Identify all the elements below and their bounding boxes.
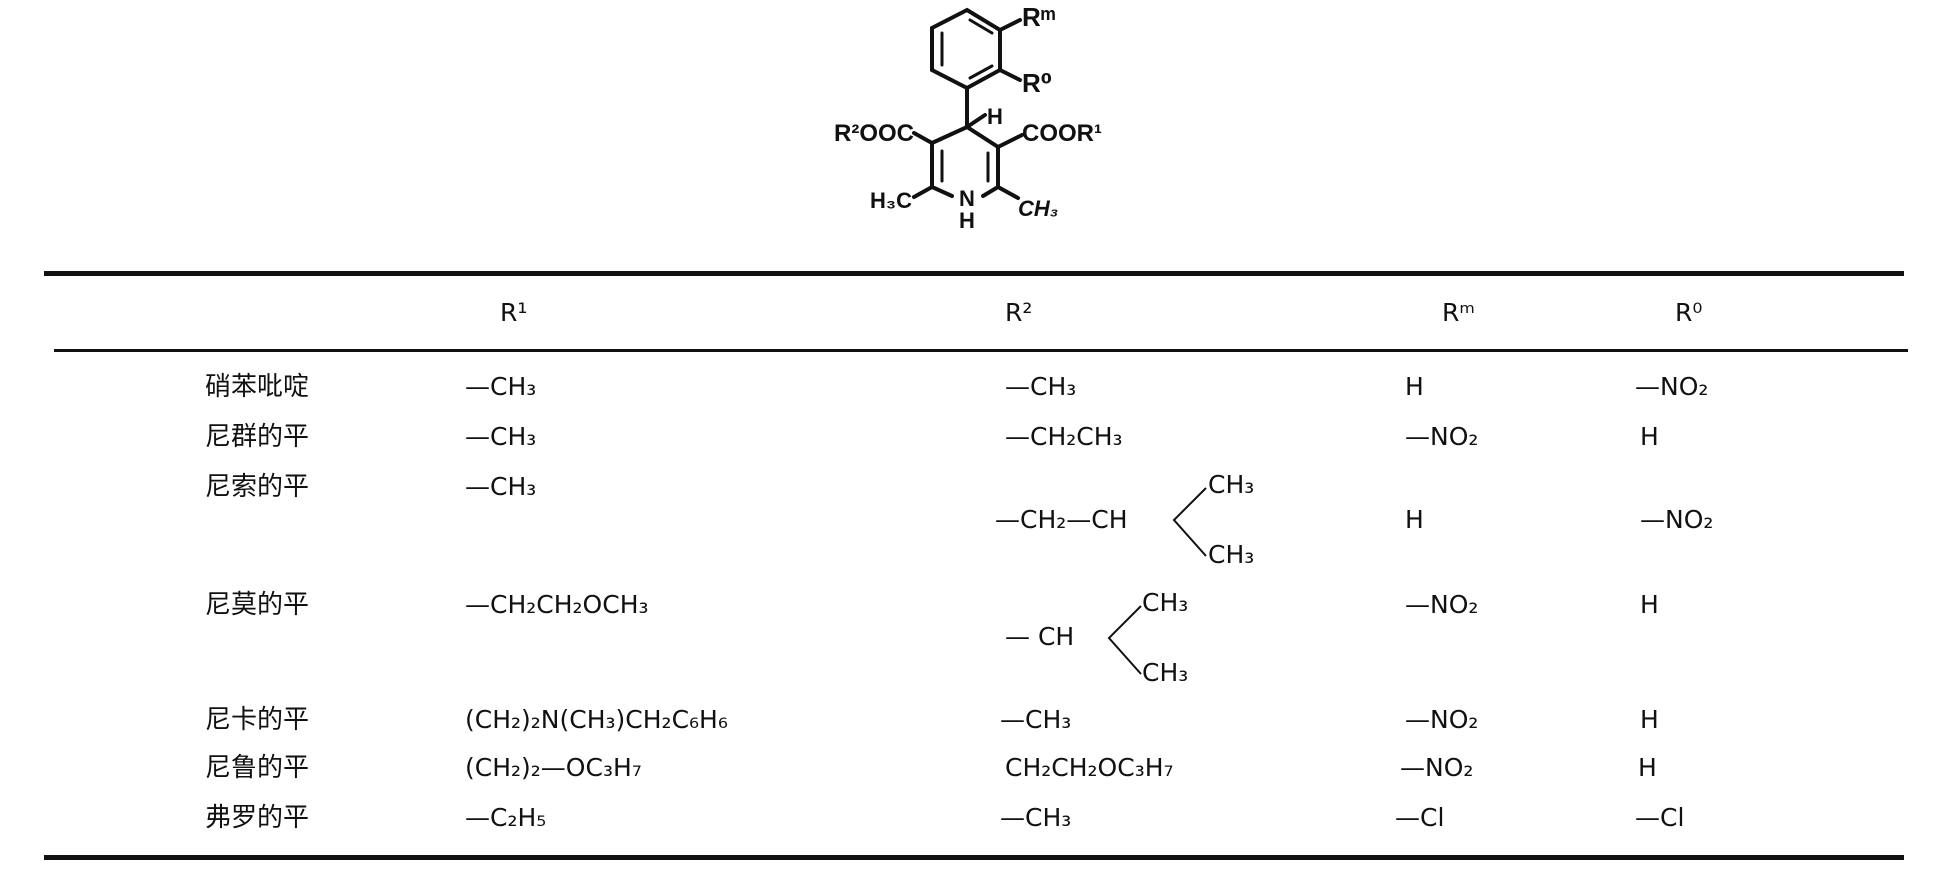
- structure-left-methyl-label: H₃C: [870, 188, 912, 213]
- row-r1: —CH₃: [465, 472, 537, 501]
- row-r1: —C₂H₅: [465, 803, 547, 832]
- row-r1: (CH₂)₂—OC₃H₇: [465, 753, 642, 782]
- row-name: 尼卡的平: [205, 705, 310, 735]
- row-r2-branch-top: CH₃: [1208, 470, 1255, 499]
- row-rm: H: [1405, 505, 1424, 534]
- row-r1: —CH₂CH₂OCH₃: [465, 590, 649, 619]
- row-name: 尼索的平: [205, 472, 310, 502]
- row-r2: —CH₃: [1005, 372, 1077, 401]
- structure-nh-label: H: [959, 208, 975, 233]
- row-r2: —CH₂CH₃: [1005, 422, 1123, 451]
- row-r2-branch-top: CH₃: [1142, 588, 1189, 617]
- row-rm: —NO₂: [1405, 422, 1479, 451]
- row-r2-branch-bottom: CH₃: [1208, 540, 1255, 569]
- structure-left-ester-label: R²OOC: [834, 120, 914, 147]
- row-r2-branch-bottom: CH₃: [1142, 658, 1189, 687]
- structure-right-ester-label: COOR¹: [1022, 120, 1102, 147]
- table-header-rule: [54, 349, 1908, 352]
- row-name: 尼鲁的平: [205, 753, 310, 783]
- row-rm: H: [1405, 372, 1424, 401]
- header-r0: R⁰: [1675, 298, 1703, 327]
- branch-bond-lines: [1107, 605, 1142, 675]
- row-r0: —NO₂: [1640, 505, 1714, 534]
- structure-right-methyl-label: CH₃: [1018, 196, 1058, 221]
- row-name: 尼莫的平: [205, 590, 310, 620]
- row-r0: —NO₂: [1635, 372, 1709, 401]
- structure-r0-label: R⁰: [1022, 68, 1052, 98]
- row-r1: (CH₂)₂N(CH₃)CH₂C₆H₆: [465, 705, 728, 734]
- row-r0: —Cl: [1635, 803, 1685, 832]
- header-r2: R²: [1005, 298, 1033, 327]
- row-rm: —NO₂: [1400, 753, 1474, 782]
- dihydropyridine-structure: Rᵐ R⁰ H R²OOC COOR¹ H₃C CH₃ N H: [834, 2, 1102, 233]
- row-rm: —Cl: [1395, 803, 1445, 832]
- header-rm: Rᵐ: [1442, 298, 1475, 327]
- row-r2-main: — CH: [1005, 622, 1075, 651]
- row-name: 尼群的平: [205, 422, 310, 452]
- table-bottom-rule: [44, 855, 1904, 860]
- header-r1: R¹: [500, 298, 528, 327]
- table-top-rule: [44, 271, 1904, 276]
- branch-bond-lines: [1172, 487, 1207, 557]
- row-r2: —CH₃: [1000, 705, 1072, 734]
- row-r0: H: [1640, 422, 1659, 451]
- row-name: 硝苯吡啶: [205, 372, 310, 402]
- row-r0: H: [1640, 590, 1659, 619]
- row-r2: CH₂CH₂OC₃H₇: [1005, 753, 1174, 782]
- row-r1: —CH₃: [465, 422, 537, 451]
- row-rm: —NO₂: [1405, 590, 1479, 619]
- row-r0: H: [1640, 705, 1659, 734]
- row-r1: —CH₃: [465, 372, 537, 401]
- row-r2-main: —CH₂—CH: [995, 505, 1128, 534]
- row-name: 弗罗的平: [205, 803, 310, 833]
- structure-h-label: H: [987, 104, 1003, 129]
- structure-n-label: N: [959, 186, 975, 211]
- row-r2: —CH₃: [1000, 803, 1072, 832]
- structure-rm-label: Rᵐ: [1022, 2, 1056, 32]
- row-r0: H: [1638, 753, 1657, 782]
- row-rm: —NO₂: [1405, 705, 1479, 734]
